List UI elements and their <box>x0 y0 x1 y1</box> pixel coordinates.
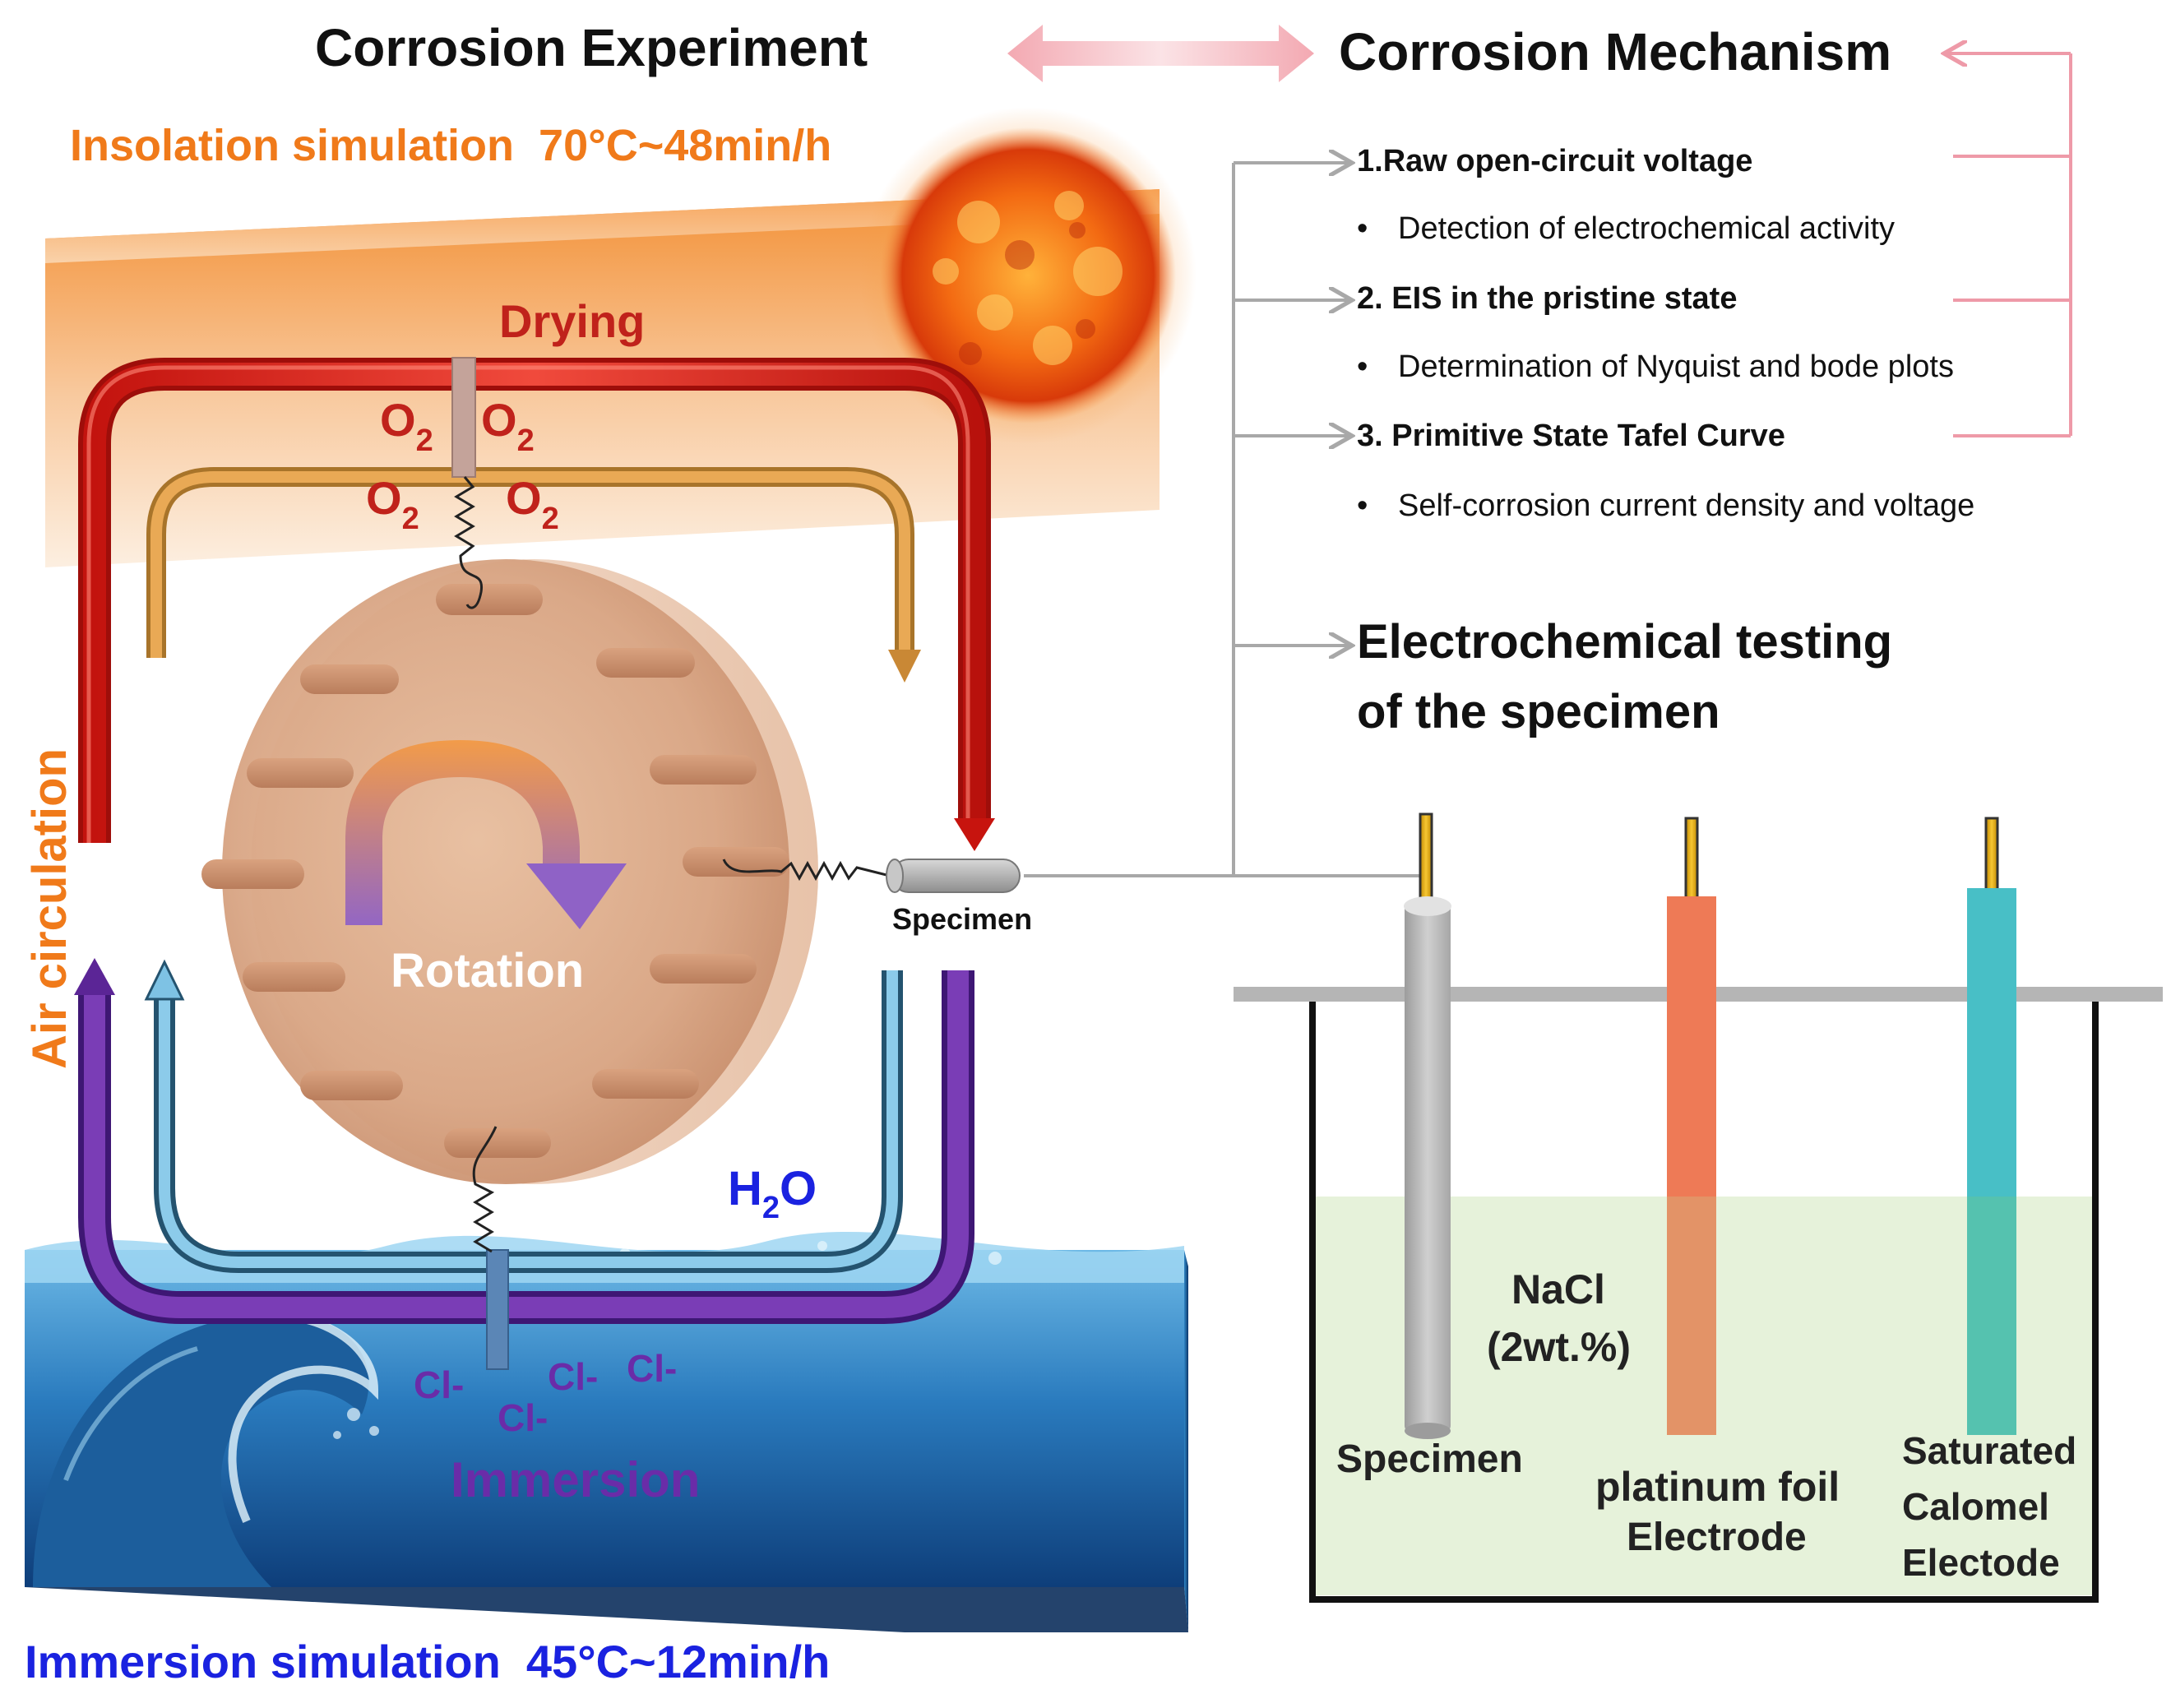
sce-label-line1: Saturated <box>1902 1429 2076 1472</box>
step-2-title: 2. EIS in the pristine state <box>1357 281 1737 316</box>
air-circulation-loop <box>74 358 995 1324</box>
oxygen-subscript: 2 <box>542 502 559 536</box>
chloride-ion: Cl- <box>548 1355 598 1398</box>
bottom-hanger <box>472 1126 509 1370</box>
bullet: • <box>1357 211 1368 246</box>
testing-title-line2: of the specimen <box>1357 685 1720 738</box>
electrolyte-concentration: (2wt.%) <box>1487 1324 1631 1370</box>
electrolyte-name: NaCl <box>1511 1266 1605 1312</box>
drying-label: Drying <box>499 295 645 347</box>
bullet: • <box>1357 488 1368 523</box>
step-3-detail: Self-corrosion current density and volta… <box>1398 488 1974 523</box>
step-1-title: 1.Raw open-circuit voltage <box>1357 144 1752 178</box>
feedback-bracket <box>1947 53 2072 437</box>
immersion-label: Immersion <box>451 1452 700 1507</box>
step-3-title: 3. Primitive State Tafel Curve <box>1357 419 1785 453</box>
svg-text:O2: O2 <box>366 472 419 536</box>
bullet: • <box>1357 349 1368 384</box>
mechanism-connectors <box>1024 163 1427 877</box>
specimen-hanger <box>722 859 1021 893</box>
oxygen-subscript: 2 <box>402 502 419 536</box>
specimen-slots <box>201 584 789 1158</box>
oxygen-symbol: O <box>380 394 416 446</box>
specimen-electrode-label: Specimen <box>1336 1437 1523 1481</box>
chloride-ion: Cl- <box>414 1363 464 1406</box>
specimen-electrode <box>1405 905 1451 1431</box>
sce-label-line3: Electode <box>1902 1541 2060 1584</box>
mechanism-title: Corrosion Mechanism <box>1339 22 1891 81</box>
air-circulation-label: Air circulation <box>23 748 76 1069</box>
sce-label-line2: Calomel <box>1902 1485 2049 1528</box>
insolation-label: Insolation simulation 70°C~48min/h <box>70 121 831 170</box>
rotation-arrowhead <box>526 863 627 929</box>
specimen-bar <box>891 859 1021 893</box>
step-1-detail: Detection of electrochemical activity <box>1398 211 1895 246</box>
oxygen-symbol: O <box>506 472 542 524</box>
sun-icon <box>859 107 1197 444</box>
rotation-arrow <box>345 740 580 925</box>
chloride-ion: Cl- <box>627 1347 677 1390</box>
purple-arrowhead <box>74 958 115 995</box>
specimen-label: Specimen <box>892 902 1032 936</box>
oxygen-labels: O2 O2 O2 O2 <box>366 394 559 536</box>
svg-text:O2: O2 <box>380 394 433 458</box>
beaker <box>1309 1002 2099 1603</box>
oxygen-symbol: O <box>481 394 517 446</box>
mechanism-steps: 1.Raw open-circuit voltage • Detection o… <box>1357 144 1974 523</box>
red-arrowhead <box>954 818 995 851</box>
chloride-labels: Cl- Cl- Cl- Cl- <box>414 1347 677 1439</box>
oxygen-symbol: O <box>366 472 402 524</box>
oxygen-subscript: 2 <box>416 424 433 458</box>
water-label: H2O <box>728 1162 817 1225</box>
top-hanger <box>451 357 484 609</box>
wave-crest <box>33 1313 369 1587</box>
rotation-label: Rotation <box>391 944 584 997</box>
blue-arrowhead <box>144 959 185 1001</box>
rotating-sample-disk <box>201 559 818 1184</box>
double-headed-arrow <box>1007 25 1314 82</box>
svg-text:O2: O2 <box>481 394 535 458</box>
experiment-title: Corrosion Experiment <box>315 18 868 77</box>
svg-text:O2: O2 <box>506 472 559 536</box>
electrochemical-cell <box>1234 812 2163 1603</box>
immersion-tank <box>25 1231 1188 1632</box>
platinum-label-line1: platinum foil <box>1595 1464 1840 1510</box>
orange-arrowhead <box>888 650 921 683</box>
testing-title-line1: Electrochemical testing <box>1357 615 1892 669</box>
immersion-simulation-label: Immersion simulation 45°C~12min/h <box>25 1636 830 1687</box>
oxygen-subscript: 2 <box>517 424 535 458</box>
step-2-detail: Determination of Nyquist and bode plots <box>1398 349 1954 384</box>
platinum-label-line2: Electrode <box>1627 1516 1807 1559</box>
chloride-ion: Cl- <box>498 1396 548 1439</box>
